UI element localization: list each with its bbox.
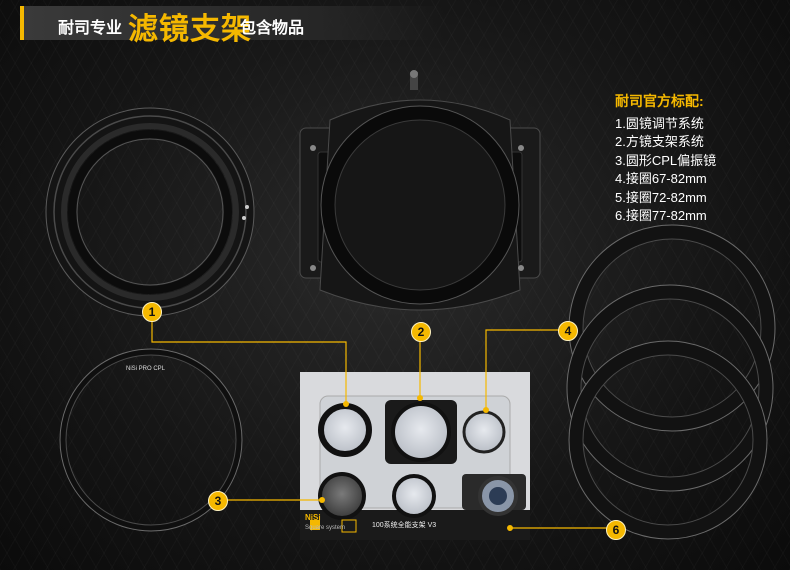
header: 耐司专业 滤镜支架 包含物品	[0, 0, 790, 46]
box-label: 100系统全能支架 V3	[372, 522, 437, 529]
callout-3: 3	[208, 491, 228, 511]
box-brand-sub: Square system	[305, 525, 346, 531]
callout-1: 1	[142, 302, 162, 322]
callout-lines	[151, 320, 614, 529]
header-bar	[20, 6, 444, 40]
adapter-ring-77-82	[568, 340, 768, 540]
header-suffix: 包含物品	[240, 20, 305, 37]
spec-item: 2.方镜支架系统	[615, 134, 704, 149]
callout-2: 2	[411, 322, 431, 342]
adapter-ring-72-82	[566, 284, 774, 492]
header-prefix: 耐司专业	[58, 20, 123, 37]
cpl-polarizer-ring: NiSi PRO CPL	[59, 348, 243, 532]
spec-item: 6.接圈77-82mm	[615, 208, 707, 223]
svg-text:NiSi PRO CPL: NiSi PRO CPL	[126, 366, 166, 372]
header-title: 滤镜支架	[128, 13, 252, 46]
spec-item: 4.接圈67-82mm	[615, 171, 707, 186]
callout-4: 4	[558, 321, 578, 341]
spec-list: 耐司官方标配: 1.圆镜调节系统 2.方镜支架系统 3.圆形CPL偏振镜 4.接…	[615, 92, 716, 226]
adapter-rings	[566, 224, 776, 540]
round-filter-ring-system	[45, 107, 255, 317]
spec-item: 3.圆形CPL偏振镜	[615, 152, 717, 168]
packaging-box	[300, 372, 530, 540]
spec-item: 1.圆镜调节系统	[615, 115, 704, 131]
spec-title: 耐司官方标配:	[615, 93, 704, 109]
callout-6: 6	[606, 520, 626, 540]
box-brand: NiSi	[305, 513, 321, 522]
spec-item: 5.接圈72-82mm	[615, 189, 707, 205]
callout-dots	[319, 395, 513, 531]
square-filter-holder	[299, 70, 541, 311]
